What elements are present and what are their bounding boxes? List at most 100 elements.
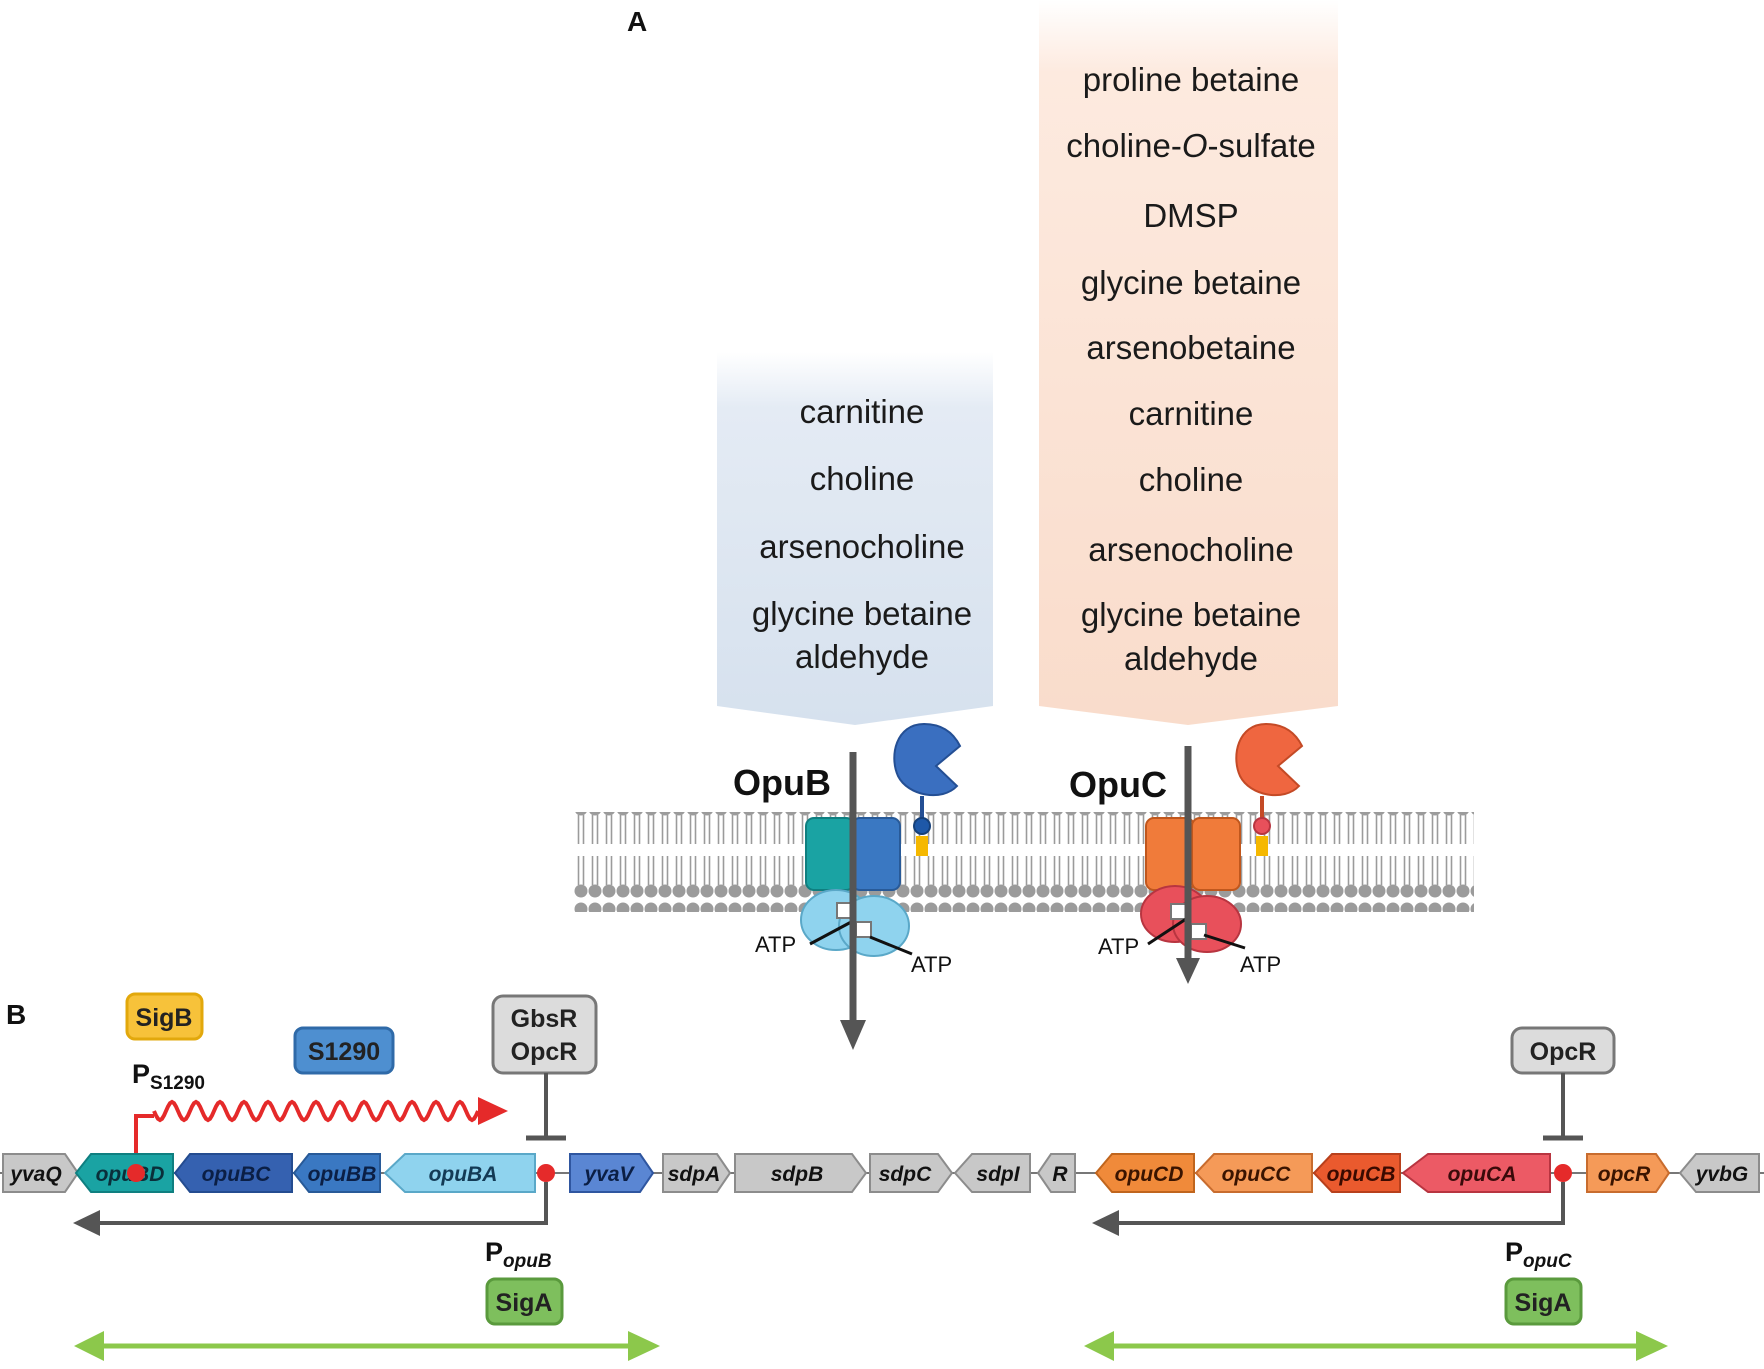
opuc-atp-site-2	[1190, 923, 1207, 940]
opub-label: OpuB	[733, 762, 831, 803]
svg-text:sdpB: sdpB	[771, 1163, 824, 1186]
opub-transporter: ATP ATP OpuB	[733, 722, 962, 1050]
svg-text:opuCA: opuCA	[1448, 1163, 1517, 1186]
panel-label-a: A	[627, 6, 647, 37]
svg-text:SigA: SigA	[496, 1289, 553, 1317]
opuc-substrate-choline: choline	[1139, 461, 1244, 498]
svg-text:opuBC: opuBC	[202, 1163, 272, 1186]
popub-promoter-dot	[537, 1164, 555, 1182]
opub-region-double-arrow	[74, 1331, 660, 1361]
opcr-box-right: OpcR	[1510, 1026, 1616, 1075]
opcr-label-left: OpcR	[511, 1038, 578, 1066]
svg-text:R: R	[1052, 1163, 1068, 1186]
svg-text:yvaQ: yvaQ	[9, 1163, 61, 1186]
opub-substrate-glycine-betaine: glycine betaine	[752, 595, 972, 632]
svg-text:SigA: SigA	[1515, 1289, 1572, 1317]
opuc-atp-label-1: ATP	[1098, 934, 1139, 959]
opuc-substrate-choline-o-sulfate: choline-O-sulfate	[1066, 127, 1315, 164]
svg-text:opuCB: opuCB	[1327, 1163, 1396, 1186]
gene-sdpA: sdpA	[662, 1153, 732, 1193]
gene-opuCA: opuCA	[1401, 1153, 1551, 1193]
opub-substrate-carnitine: carnitine	[800, 393, 925, 430]
ps1290-label: PS1290	[132, 1059, 205, 1094]
gene-yvaV: yvaV	[569, 1153, 655, 1193]
sigb-label: SigB	[136, 1004, 193, 1032]
siga-box-right: SigA	[1504, 1277, 1583, 1326]
opuc-atp-label-2: ATP	[1240, 952, 1281, 977]
svg-text:opuBB: opuBB	[308, 1163, 377, 1186]
opuc-substrate-funnel: proline betaine choline-O-sulfate DMSP g…	[1039, 0, 1338, 725]
popuc-label: PopuC	[1505, 1237, 1572, 1272]
gene-opuBC: opuBC	[173, 1153, 293, 1193]
s1290-transcript-wave	[152, 1099, 480, 1123]
gene-sdpB: sdpB	[734, 1153, 868, 1193]
svg-text:sdpI: sdpI	[976, 1163, 1020, 1186]
gbsr-label: GbsR	[511, 1005, 578, 1033]
opub-atp-site-2	[855, 921, 872, 938]
gene-opuBA: opuBA	[383, 1153, 536, 1193]
svg-text:opcR: opcR	[1598, 1163, 1651, 1186]
opuc-atp-site-1	[1170, 903, 1187, 920]
opuc-label: OpuC	[1069, 764, 1167, 805]
svg-text:opuBA: opuBA	[429, 1163, 498, 1186]
opub-atp-label-2: ATP	[911, 952, 952, 977]
panel-label-b: B	[6, 999, 26, 1030]
opub-permease-blue	[851, 817, 901, 891]
gene-opuCD: opuCD	[1094, 1153, 1195, 1193]
opub-anchor-tail	[916, 836, 928, 856]
s1290-label: S1290	[308, 1038, 380, 1066]
opub-substrate-choline: choline	[810, 460, 915, 497]
opub-permease-teal	[805, 817, 855, 891]
gbsr-opcr-box: GbsR OpcR	[491, 994, 598, 1075]
gene-sdpI: sdpI	[953, 1153, 1031, 1193]
opub-substrate-binding-protein	[893, 722, 962, 796]
opub-atp-label-1: ATP	[755, 932, 796, 957]
gene-opuBB: opuBB	[292, 1153, 381, 1193]
opuc-anchor-tail	[1256, 836, 1268, 856]
opub-lipid-anchor	[913, 817, 931, 835]
gene-yvbG: yvbG	[1678, 1153, 1760, 1193]
opub-substrate-aldehyde: aldehyde	[795, 638, 929, 675]
opuc-substrate-aldehyde: aldehyde	[1124, 640, 1258, 677]
gene-opuBD: opuBD	[74, 1153, 174, 1193]
gene-opuCB: opuCB	[1312, 1153, 1401, 1193]
opub-substrate-arsenocholine: arsenocholine	[759, 528, 964, 565]
lipid-bilayer	[574, 812, 1474, 912]
gene-opuCC: opuCC	[1194, 1153, 1313, 1193]
opuc-lipid-anchor	[1253, 817, 1271, 835]
svg-text:sdpC: sdpC	[879, 1163, 932, 1186]
sigb-box: SigB	[125, 992, 204, 1041]
opuc-substrate-dmsp: DMSP	[1143, 197, 1238, 234]
opuc-substrate-binding-protein	[1235, 722, 1304, 796]
opub-substrate-funnel: carnitine choline arsenocholine glycine …	[717, 352, 993, 725]
gene-opcR: opcR	[1586, 1153, 1671, 1193]
svg-text:opuCD: opuCD	[1115, 1163, 1184, 1186]
opuc-permease-right	[1191, 817, 1241, 891]
svg-text:yvaV: yvaV	[583, 1163, 635, 1186]
s1290-transcript-arrowhead	[478, 1097, 508, 1125]
siga-box-left: SigA	[485, 1277, 564, 1326]
svg-text:yvbG: yvbG	[1695, 1163, 1749, 1186]
opuc-region-double-arrow	[1084, 1331, 1668, 1361]
gene-sdpC: sdpC	[869, 1153, 954, 1193]
opuc-substrate-glycine-betaine: glycine betaine	[1081, 264, 1301, 301]
opub-operon-transcript-arrow	[96, 1182, 548, 1225]
opuc-substrate-glycine-betaine-2: glycine betaine	[1081, 596, 1301, 633]
opuc-operon-transcript-arrow	[1115, 1182, 1565, 1225]
gene-yvaQ: yvaQ	[2, 1153, 80, 1193]
gene-R: R	[1036, 1153, 1076, 1193]
opuc-substrate-arsenobetaine: arsenobetaine	[1086, 329, 1295, 366]
popub-label: PopuB	[485, 1237, 552, 1272]
ps1290-promoter-dot	[127, 1164, 145, 1182]
svg-text:sdpA: sdpA	[668, 1163, 721, 1186]
popuc-promoter-dot	[1554, 1164, 1572, 1182]
opuc-transporter: ATP ATP OpuC	[1069, 722, 1304, 984]
s1290-box: S1290	[293, 1026, 395, 1075]
svg-text:opuCC: opuCC	[1222, 1163, 1292, 1186]
opuc-substrate-arsenocholine: arsenocholine	[1088, 531, 1293, 568]
opuc-substrate-carnitine: carnitine	[1129, 395, 1254, 432]
opcr-label-right: OpcR	[1530, 1038, 1597, 1066]
opuc-substrate-proline-betaine: proline betaine	[1083, 61, 1300, 98]
